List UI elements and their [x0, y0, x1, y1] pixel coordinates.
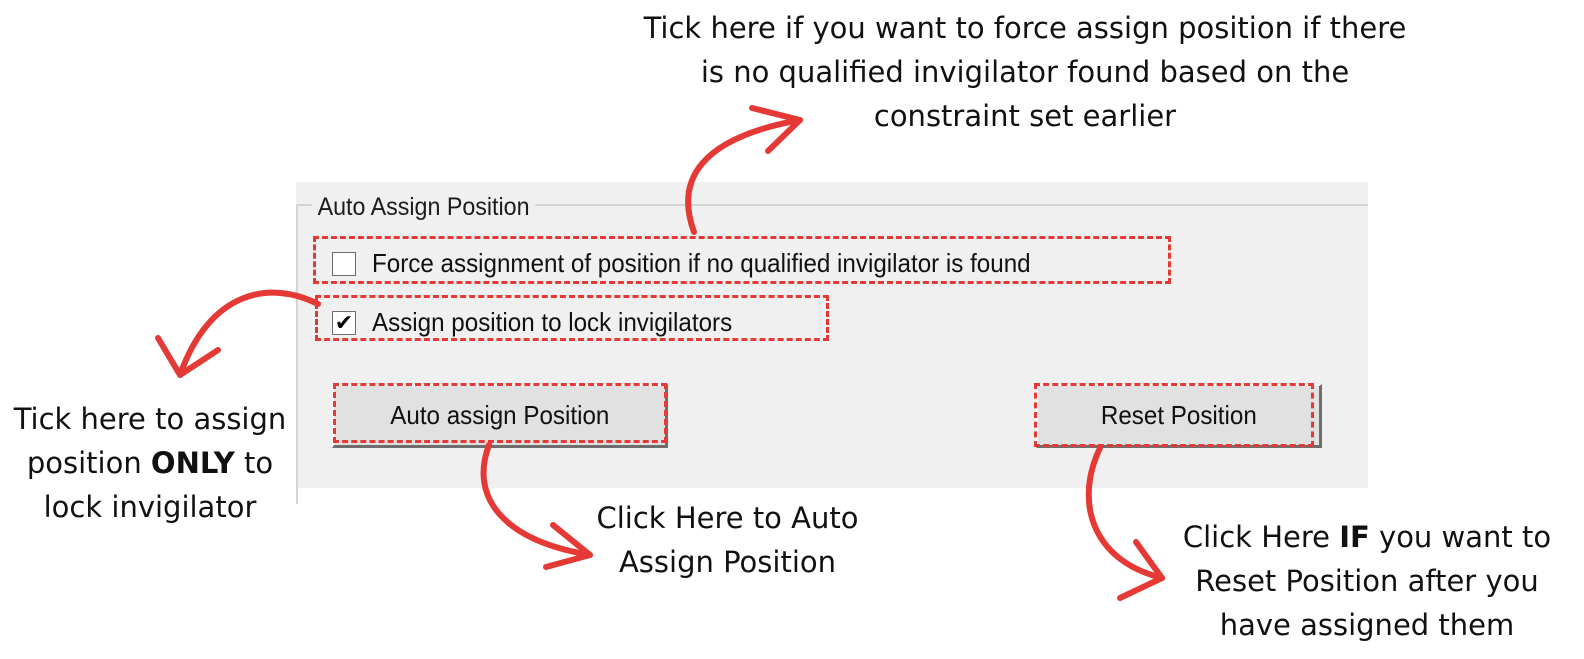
lock-note-only-emphasis: ONLY [150, 446, 235, 480]
force-assignment-label[interactable]: Force assignment of position if no quali… [372, 248, 1031, 278]
arrow-lock-invigilators [177, 289, 321, 378]
force-note-line-2: is no qualified invigilator found based … [700, 55, 1350, 89]
auto-assign-note: Click Here to Auto Assign Position [570, 496, 885, 584]
lock-invigilators-row[interactable]: ✔ Assign position to lock invigilators [332, 307, 759, 338]
lock-invigilators-note: Tick here to assign position ONLY to loc… [0, 397, 300, 529]
auto-assign-panel: Auto Assign Position Force assignment of… [296, 182, 1368, 504]
auto-note-line-1: Click Here to Auto [596, 501, 859, 535]
lock-invigilators-checkbox[interactable]: ✔ [332, 310, 356, 335]
force-note-line-3: constraint set earlier [873, 99, 1177, 133]
reset-note-line-3: have assigned them [1219, 608, 1515, 642]
force-assignment-highlight [313, 236, 1171, 284]
arrow-reset-position [1085, 445, 1165, 581]
arrowhead-lock-invigilators [155, 335, 221, 378]
lock-invigilators-label[interactable]: Assign position to lock invigilators [372, 307, 733, 337]
groupbox-frame [296, 204, 1368, 504]
groupbox-title: Auto Assign Position [312, 192, 536, 222]
reset-note-line-1-start: Click Here [1182, 520, 1340, 554]
reset-position-highlight [1034, 383, 1314, 447]
force-note-line-1: Tick here if you want to force assign po… [643, 11, 1407, 45]
auto-assign-button-label: Auto assign Position [389, 400, 610, 430]
auto-assign-highlight [333, 383, 667, 443]
lock-note-line-2-start: position [26, 446, 151, 480]
arrow-auto-assign [480, 442, 593, 558]
reset-position-note: Click Here IF you want to Reset Position… [1160, 515, 1574, 647]
lock-note-line-1: Tick here to assign [13, 402, 287, 436]
auto-assign-button[interactable]: Auto assign Position [332, 384, 668, 448]
lock-invigilators-highlight [315, 295, 829, 341]
force-assignment-row[interactable]: Force assignment of position if no quali… [332, 248, 1080, 279]
auto-note-line-2: Assign Position [618, 545, 837, 579]
lock-note-line-2: position ONLY to [0, 441, 300, 485]
force-assignment-checkbox[interactable] [332, 251, 356, 276]
reset-note-line-2: Reset Position after you [1195, 564, 1539, 598]
force-assignment-note: Tick here if you want to force assign po… [610, 6, 1440, 138]
arrowhead-reset-position [1117, 539, 1165, 601]
arrow-force-assignment [685, 117, 803, 235]
reset-note-line-1: Click Here IF you want to [1160, 515, 1574, 559]
reset-position-button-label: Reset Position [1100, 400, 1257, 430]
lock-note-line-2-end: to [234, 446, 274, 480]
arrowhead-auto-assign [543, 522, 593, 570]
lock-note-line-3: lock invigilator [43, 490, 257, 524]
arrowhead-force-assignment [749, 105, 803, 154]
reset-note-line-1-end: you want to [1369, 520, 1552, 554]
reset-note-if-emphasis: IF [1339, 520, 1370, 554]
